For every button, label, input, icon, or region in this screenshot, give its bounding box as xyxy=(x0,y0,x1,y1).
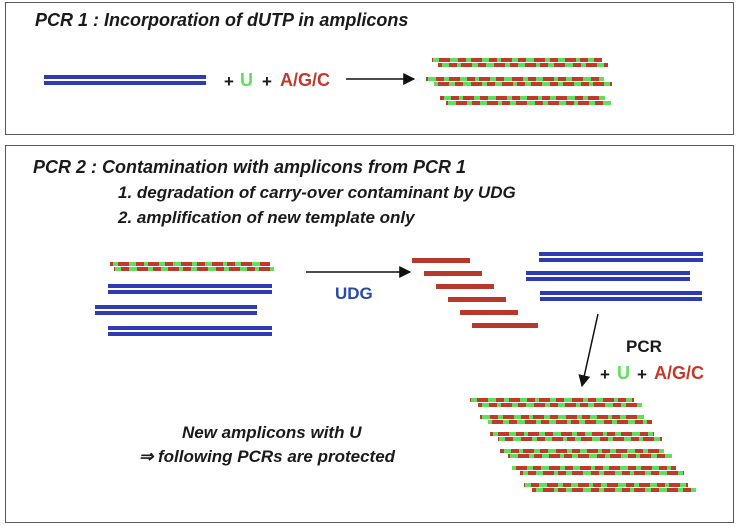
intact-template-1 xyxy=(539,252,703,262)
pcr1-plus-1: + xyxy=(224,72,234,91)
pcr-label: PCR xyxy=(626,337,662,356)
pcr1-title: PCR 1 : Incorporation of dUTP in amplico… xyxy=(35,10,409,30)
degraded-fragment-5 xyxy=(460,310,518,315)
new-amplicon-4 xyxy=(500,449,672,458)
pcr1-amplicon-1 xyxy=(432,58,608,67)
new-amplicon-5 xyxy=(512,466,684,475)
pcr2-plus-2: + xyxy=(637,365,647,384)
contaminant-amplicon xyxy=(110,262,274,271)
pcr2-title: PCR 2 : Contamination with amplicons fro… xyxy=(33,157,467,177)
new-amplicon-6 xyxy=(524,483,696,492)
pcr2-plus-1: + xyxy=(600,365,610,384)
pcr1-plus-2: + xyxy=(262,72,272,91)
pcr2-uracil-label: U xyxy=(617,363,630,383)
new-template-dna-3 xyxy=(108,326,272,336)
udg-label: UDG xyxy=(335,284,373,303)
pcr1-amplicon-3 xyxy=(440,96,611,105)
note-line-1: New amplicons with U xyxy=(182,423,362,442)
pcr2-arrow xyxy=(578,313,599,388)
pcr1-agc-label: A/G/C xyxy=(280,70,331,90)
pcr1-template-dna xyxy=(44,75,206,85)
degraded-fragment-6 xyxy=(472,323,538,328)
pcr1-panel xyxy=(5,2,734,135)
intact-template-3 xyxy=(540,291,702,301)
degraded-fragment-1 xyxy=(412,258,470,263)
pcr2-step-1: 1. degradation of carry-over contaminant… xyxy=(118,183,516,202)
pcr2-panel xyxy=(5,145,734,523)
pcr1-amplicon-2 xyxy=(426,77,612,86)
degraded-fragment-4 xyxy=(448,297,506,302)
new-amplicon-2 xyxy=(480,415,652,424)
new-amplicon-1 xyxy=(470,398,642,407)
degraded-fragment-2 xyxy=(424,271,482,276)
note-line-2: ⇒ following PCRs are protected xyxy=(139,447,396,466)
intact-template-2 xyxy=(526,271,690,281)
pcr2-step-2: 2. amplification of new template only xyxy=(118,208,415,227)
new-template-dna-2 xyxy=(95,305,257,315)
pcr2-agc-label: A/G/C xyxy=(654,363,705,383)
new-template-dna-1 xyxy=(108,284,272,294)
degraded-fragment-3 xyxy=(436,284,494,289)
pcr1-uracil-label: U xyxy=(240,70,253,90)
new-amplicon-3 xyxy=(490,432,662,441)
